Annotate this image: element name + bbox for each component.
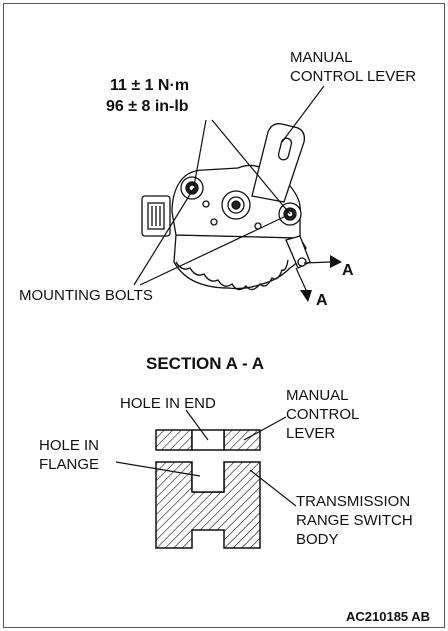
label-trs-body-line3: BODY <box>296 531 339 548</box>
figure-id: AC210185 AB <box>346 609 431 624</box>
manual-control-lever <box>251 123 306 203</box>
label-manual-control-lever-line2: CONTROL LEVER <box>290 68 417 85</box>
switch-sector <box>173 234 307 290</box>
label-trs-body-line1: TRANSMISSION <box>296 493 411 510</box>
center-shaft <box>221 190 251 220</box>
mounting-bolt-left <box>180 176 204 200</box>
section-marker-a-upper: A <box>342 262 354 279</box>
section-marker-a-lower: A <box>316 292 328 309</box>
range-switch-illustration <box>141 123 311 291</box>
scalloped-edge <box>175 259 289 291</box>
leader-lines-section <box>115 409 297 507</box>
hole-in-flange <box>192 462 224 492</box>
label-hole-in-flange-line1: HOLE IN <box>39 437 100 454</box>
label-hole-in-flange-line2: FLANGE <box>39 456 100 473</box>
label-trs-body-line2: RANGE SWITCH <box>296 512 413 529</box>
torque-spec-imperial: 96 ± 8 in-lb <box>106 98 189 115</box>
section-arrow-upper <box>330 255 342 268</box>
label-section-lever-line1: MANUAL <box>286 387 349 404</box>
label-section-lever-line2: CONTROL <box>286 406 360 423</box>
section-detail <box>155 429 261 549</box>
section-title: SECTION A - A <box>146 354 265 373</box>
label-section-lever-line3: LEVER <box>286 425 336 442</box>
lever-left-block <box>155 429 193 451</box>
section-arrow-lower <box>300 290 312 302</box>
leader-lines-upper <box>133 85 331 291</box>
lever-right-block <box>223 429 261 451</box>
torque-spec-metric: 11 ± 1 N·m <box>110 77 190 94</box>
label-manual-control-lever-line1: MANUAL <box>290 49 353 66</box>
label-mounting-bolts: MOUNTING BOLTS <box>19 287 153 304</box>
label-hole-in-end: HOLE IN END <box>120 395 216 412</box>
